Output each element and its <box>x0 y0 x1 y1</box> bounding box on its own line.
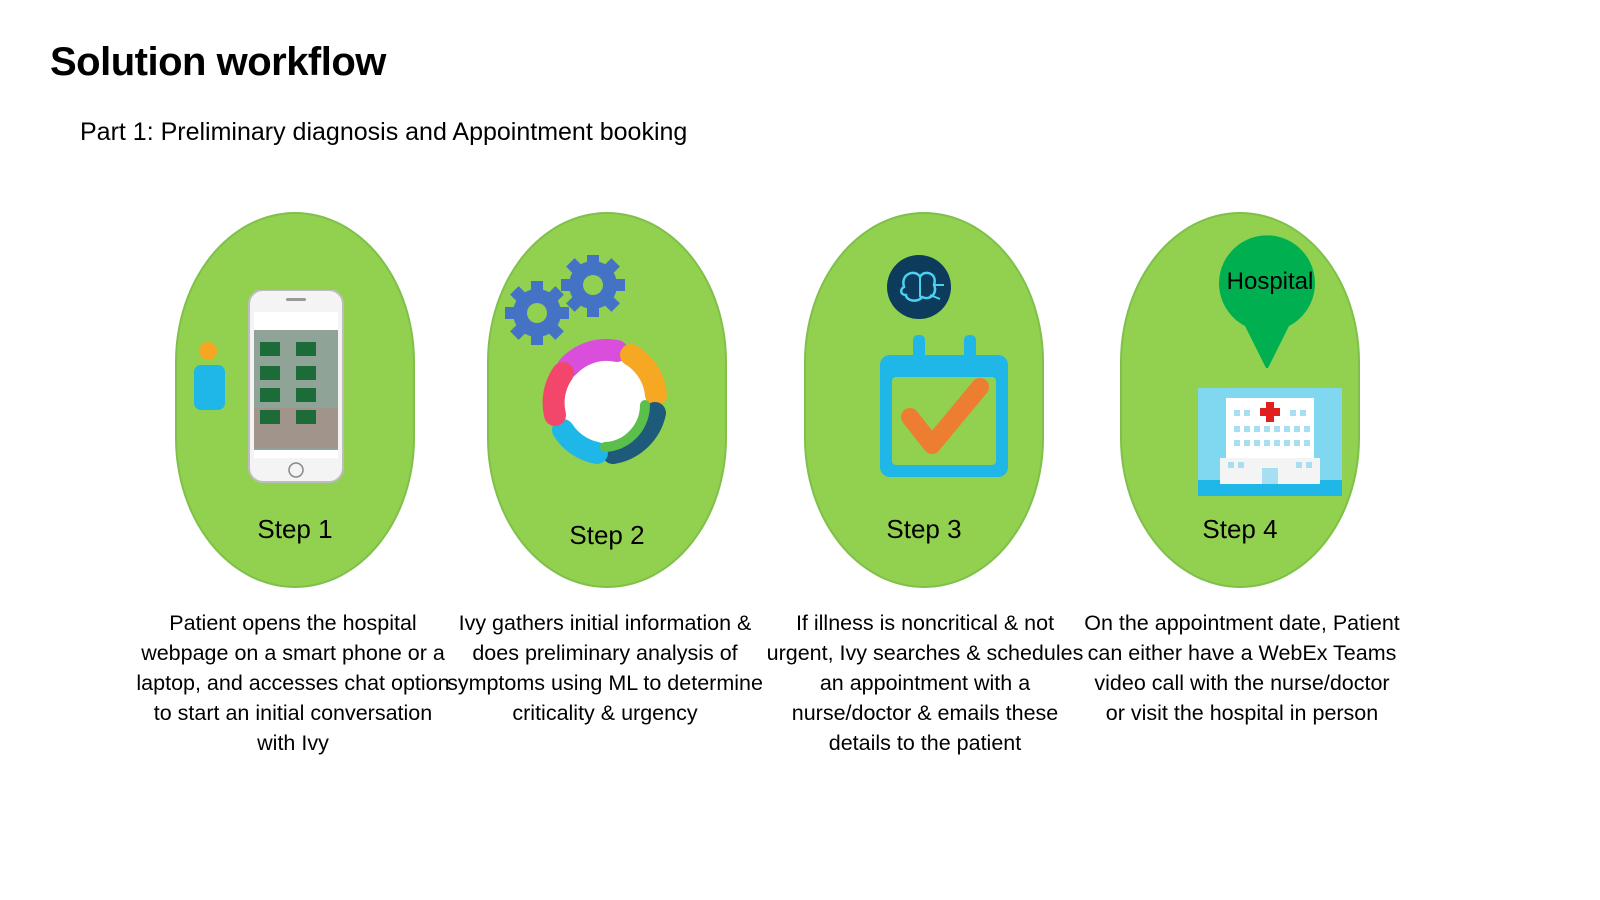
hospital-pin-label: Hospital <box>1226 268 1314 295</box>
step-1-label: Step 1 <box>257 514 333 544</box>
step-2-label: Step 2 <box>569 520 645 550</box>
webex-logo-icon <box>542 338 667 464</box>
person-icon <box>194 342 225 410</box>
step-1-description: Patient opens the hospital webpage on a … <box>136 611 450 755</box>
gear-icon <box>505 255 625 345</box>
medical-cross-icon <box>1260 402 1280 422</box>
step-4-description: On the appointment date, Patient can eit… <box>1084 611 1400 725</box>
hospital-icon <box>1198 388 1342 496</box>
step-3-label: Step 3 <box>886 514 962 544</box>
smartphone-icon <box>194 290 344 483</box>
calendar-check-icon <box>880 255 1008 477</box>
brain-ml-icon <box>887 255 951 319</box>
page-title: Solution workflow <box>50 40 386 84</box>
step-3-description: If illness is noncritical & not urgent, … <box>766 611 1084 755</box>
check-icon <box>901 378 989 454</box>
page-subtitle: Part 1: Preliminary diagnosis and Appoin… <box>80 118 688 146</box>
step-4-label: Step 4 <box>1202 514 1278 544</box>
map-pin-icon <box>1219 235 1315 368</box>
step-2-description: Ivy gathers initial information & does p… <box>447 611 763 725</box>
webex-gears-icon <box>505 255 667 464</box>
